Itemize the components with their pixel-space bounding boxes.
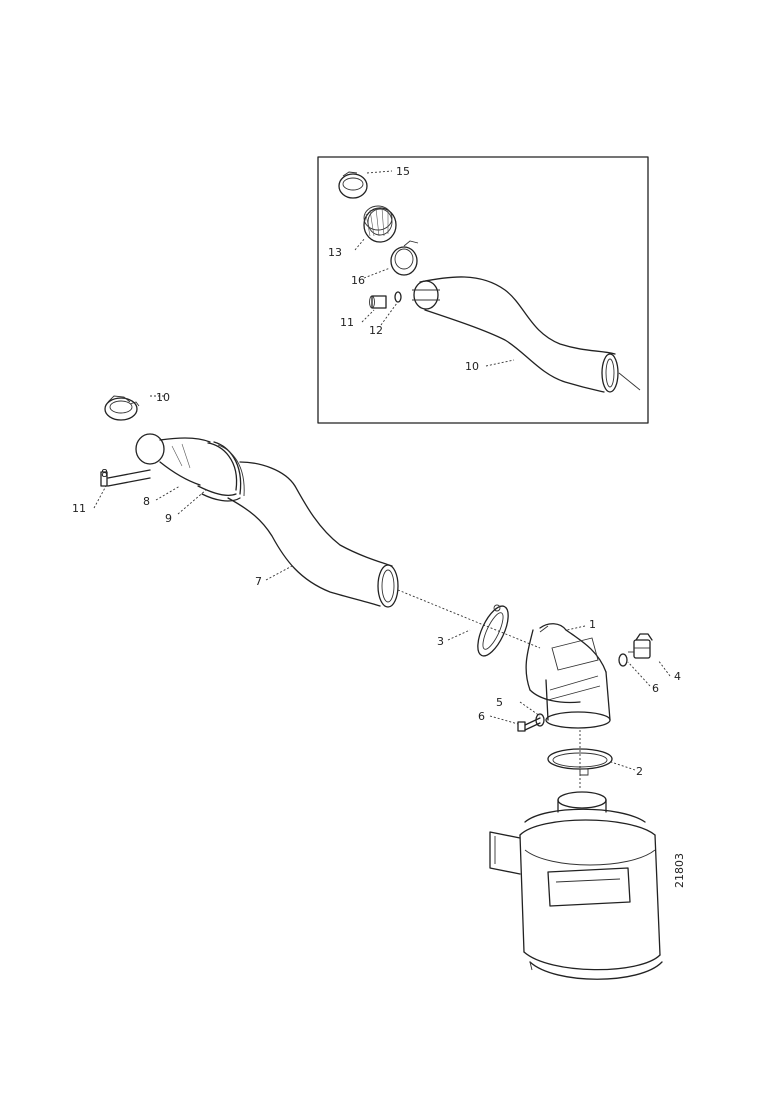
callout-8-screw-label: 8 <box>101 467 108 480</box>
callout-9: 9 <box>165 512 172 525</box>
part-1-elbow <box>525 623 611 729</box>
callout-10: 10 <box>156 391 170 404</box>
part-14-washer <box>394 291 402 303</box>
callout-4: 4 <box>674 670 681 683</box>
callout-17: 15 <box>396 165 410 178</box>
figure-code: 21803 <box>673 853 686 888</box>
callout-11: 11 <box>72 502 86 515</box>
callout-2: 2 <box>636 765 643 778</box>
callout-13: 11 <box>340 316 354 329</box>
callout-1: 1 <box>589 618 596 631</box>
part-11-screw <box>100 469 151 487</box>
callout-5a: 5 <box>496 696 503 709</box>
part-4-plug <box>628 633 653 659</box>
part-3-gasket <box>477 604 509 657</box>
part-17-hose-clamp <box>338 171 368 199</box>
callout-8: 8 <box>143 495 150 508</box>
air-cleaner-housing <box>489 791 663 980</box>
callout-12: 10 <box>465 360 479 373</box>
inset-variant-box: 15 13 16 11 12 10 <box>317 156 649 424</box>
part-8-inlet-elbow <box>135 433 211 486</box>
callout-18: 16 <box>351 274 365 287</box>
part-10-hose-clamp <box>104 395 140 421</box>
part-12-intake-pipe <box>412 276 641 393</box>
callout-7: 7 <box>255 575 262 588</box>
callout-5b: 6 <box>478 710 485 723</box>
callout-6a: 6 <box>652 682 659 695</box>
part-6-washer-lower <box>535 713 545 727</box>
part-16-hose-clamp <box>390 240 419 276</box>
callout-3: 3 <box>437 635 444 648</box>
callout-15: 13 <box>328 246 342 259</box>
callout-14: 12 <box>369 324 383 337</box>
part-9-bellows-connector <box>197 441 245 502</box>
part-13-sleeve <box>369 295 387 309</box>
part-6-washer <box>618 653 628 667</box>
part-15-bellows-connector <box>363 205 397 243</box>
part-7-intake-pipe <box>227 461 399 608</box>
